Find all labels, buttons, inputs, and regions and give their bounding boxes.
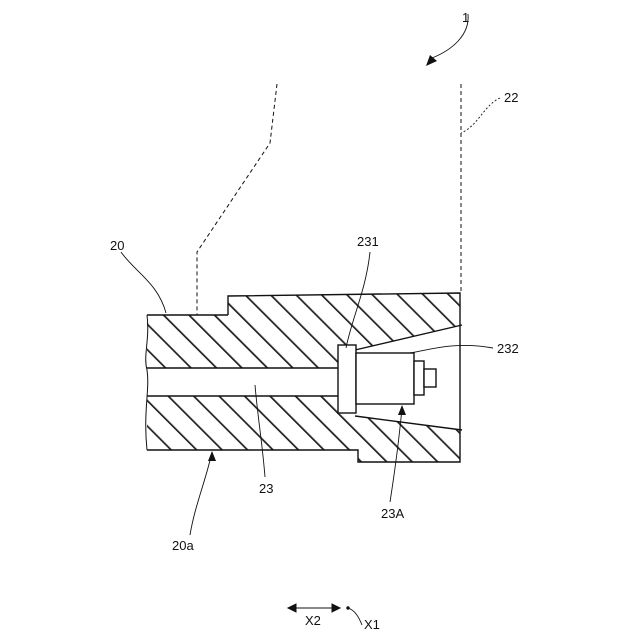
x1-dot <box>347 607 349 609</box>
leader-20a <box>190 452 212 535</box>
direction-indicator <box>288 604 349 612</box>
leader-22 <box>461 98 500 133</box>
label-x2: X2 <box>305 613 321 628</box>
arrow-20a <box>208 451 216 461</box>
label-231: 231 <box>357 234 379 249</box>
label-23: 23 <box>259 481 273 496</box>
device-outline-dashed <box>197 84 461 315</box>
connector-231 <box>338 345 356 413</box>
label-20a: 20a <box>172 538 194 553</box>
leader-20 <box>121 252 166 313</box>
label-1: 1 <box>462 10 469 25</box>
leader-x1 <box>348 608 362 625</box>
label-232: 232 <box>497 341 519 356</box>
label-20: 20 <box>110 238 124 253</box>
label-22: 22 <box>504 90 518 105</box>
label-x1: X1 <box>364 617 380 632</box>
label-23A: 23A <box>381 506 404 521</box>
